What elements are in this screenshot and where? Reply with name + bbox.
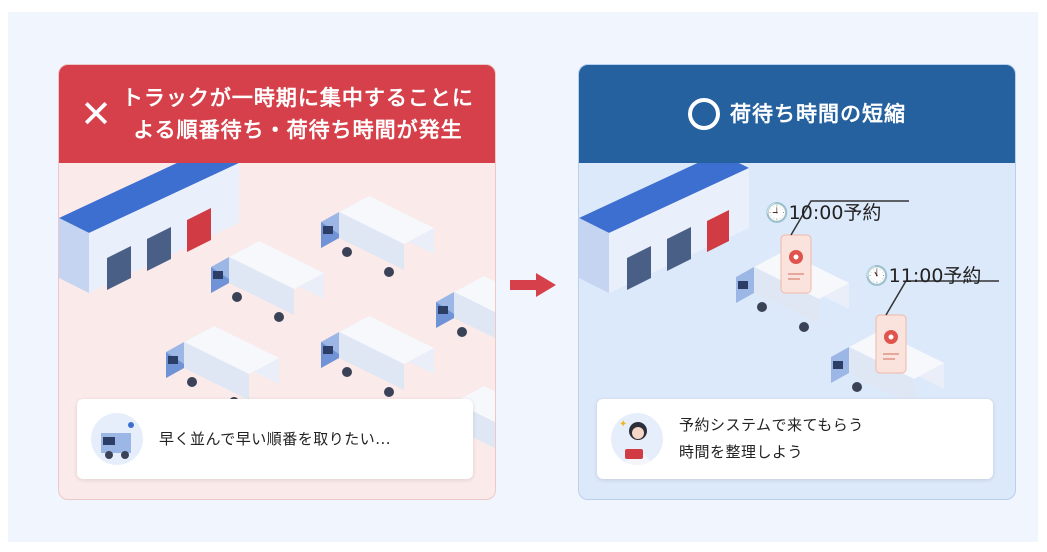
problem-title-line2: よる順番待ち・荷待ち時間が発生: [133, 118, 463, 142]
manager-thought-line2: 時間を整理しよう: [679, 443, 804, 461]
reservation-10: 🕘10:00予約: [765, 198, 881, 225]
scheduled-trucks-illustration: [579, 163, 999, 412]
solution-panel: 荷待ち時間の短縮: [578, 64, 1016, 500]
reservation-11: 🕚11:00予約: [865, 261, 981, 288]
congested-trucks-illustration: [59, 163, 495, 467]
circle-icon: [688, 98, 720, 130]
manager-with-laptop-icon: ✦: [611, 413, 663, 465]
manager-thought: 予約システムで来てもらう 時間を整理しよう: [679, 412, 864, 466]
problem-title: トラックが一時期に集中することに よる順番待ち・荷待ち時間が発生: [122, 82, 474, 146]
driver-thought-bubble: 早く並んで早い順番を取りたい...: [77, 399, 473, 479]
driver-thought: 早く並んで早い順番を取りたい...: [159, 429, 392, 448]
manager-thought-bubble: ✦ 予約システムで来てもらう 時間を整理しよう: [597, 399, 993, 479]
truck-driver-icon: [91, 413, 143, 465]
reservation-11-label: 11:00予約: [888, 265, 982, 287]
clock-icon: 🕘: [765, 202, 789, 224]
problem-panel: ✕ トラックが一時期に集中することに よる順番待ち・荷待ち時間が発生: [58, 64, 496, 500]
solution-title: 荷待ち時間の短縮: [730, 102, 906, 126]
clock-icon: 🕚: [865, 265, 889, 287]
problem-header: ✕ トラックが一時期に集中することに よる順番待ち・荷待ち時間が発生: [59, 65, 495, 163]
manager-thought-line1: 予約システムで来てもらう: [679, 416, 864, 434]
right-arrow-icon: [510, 273, 556, 297]
reservation-10-label: 10:00予約: [788, 202, 882, 224]
cross-icon: ✕: [80, 92, 112, 136]
solution-header: 荷待ち時間の短縮: [579, 65, 1015, 163]
problem-title-line1: トラックが一時期に集中することに: [121, 86, 474, 110]
svg-text:✦: ✦: [619, 419, 627, 430]
